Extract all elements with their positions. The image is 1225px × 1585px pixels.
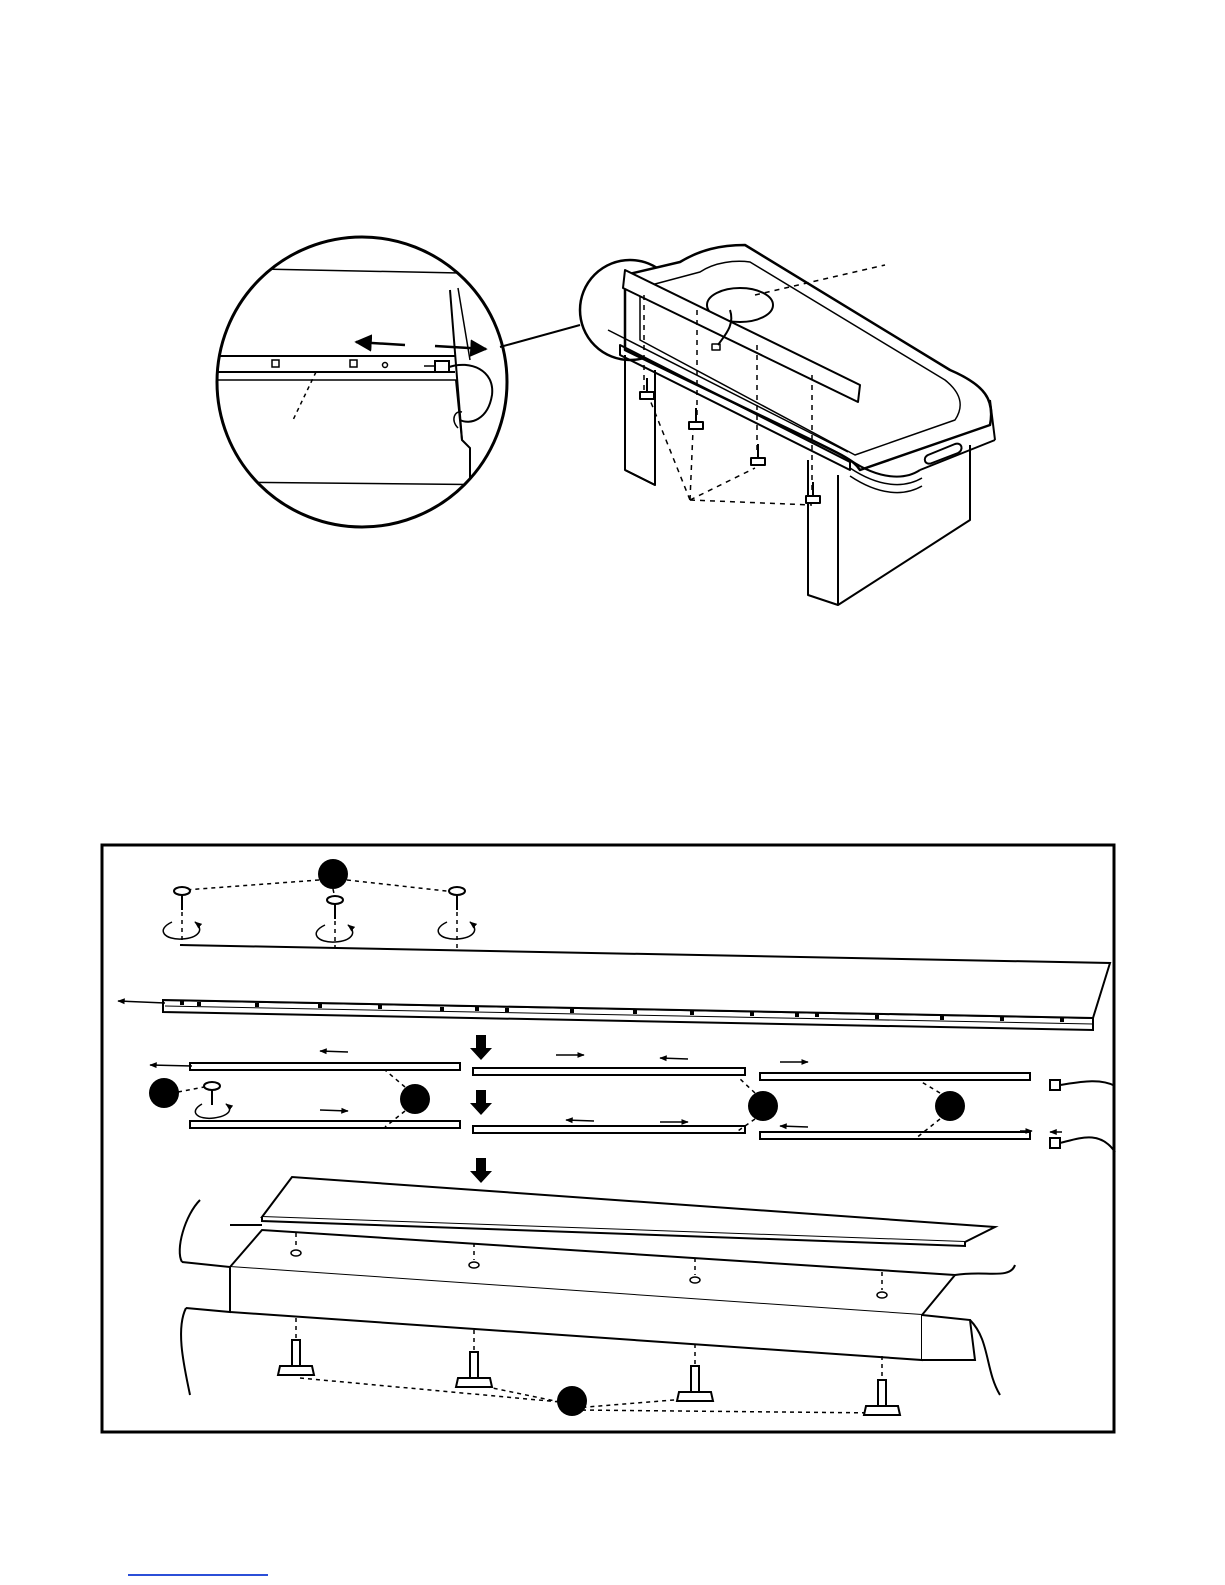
callout-knobs xyxy=(557,1386,587,1416)
magnified-detail xyxy=(210,237,580,527)
callout-strip-right xyxy=(935,1091,965,1121)
footer-link-underline[interactable] xyxy=(128,1574,268,1576)
callout-screws xyxy=(318,859,348,889)
callout-strip-left xyxy=(400,1084,430,1114)
exploded-assembly-diagram xyxy=(102,845,1115,1432)
callout-strip-middle xyxy=(748,1091,778,1121)
air-hockey-table-illustration xyxy=(580,245,995,605)
callout-bracket xyxy=(149,1078,179,1108)
